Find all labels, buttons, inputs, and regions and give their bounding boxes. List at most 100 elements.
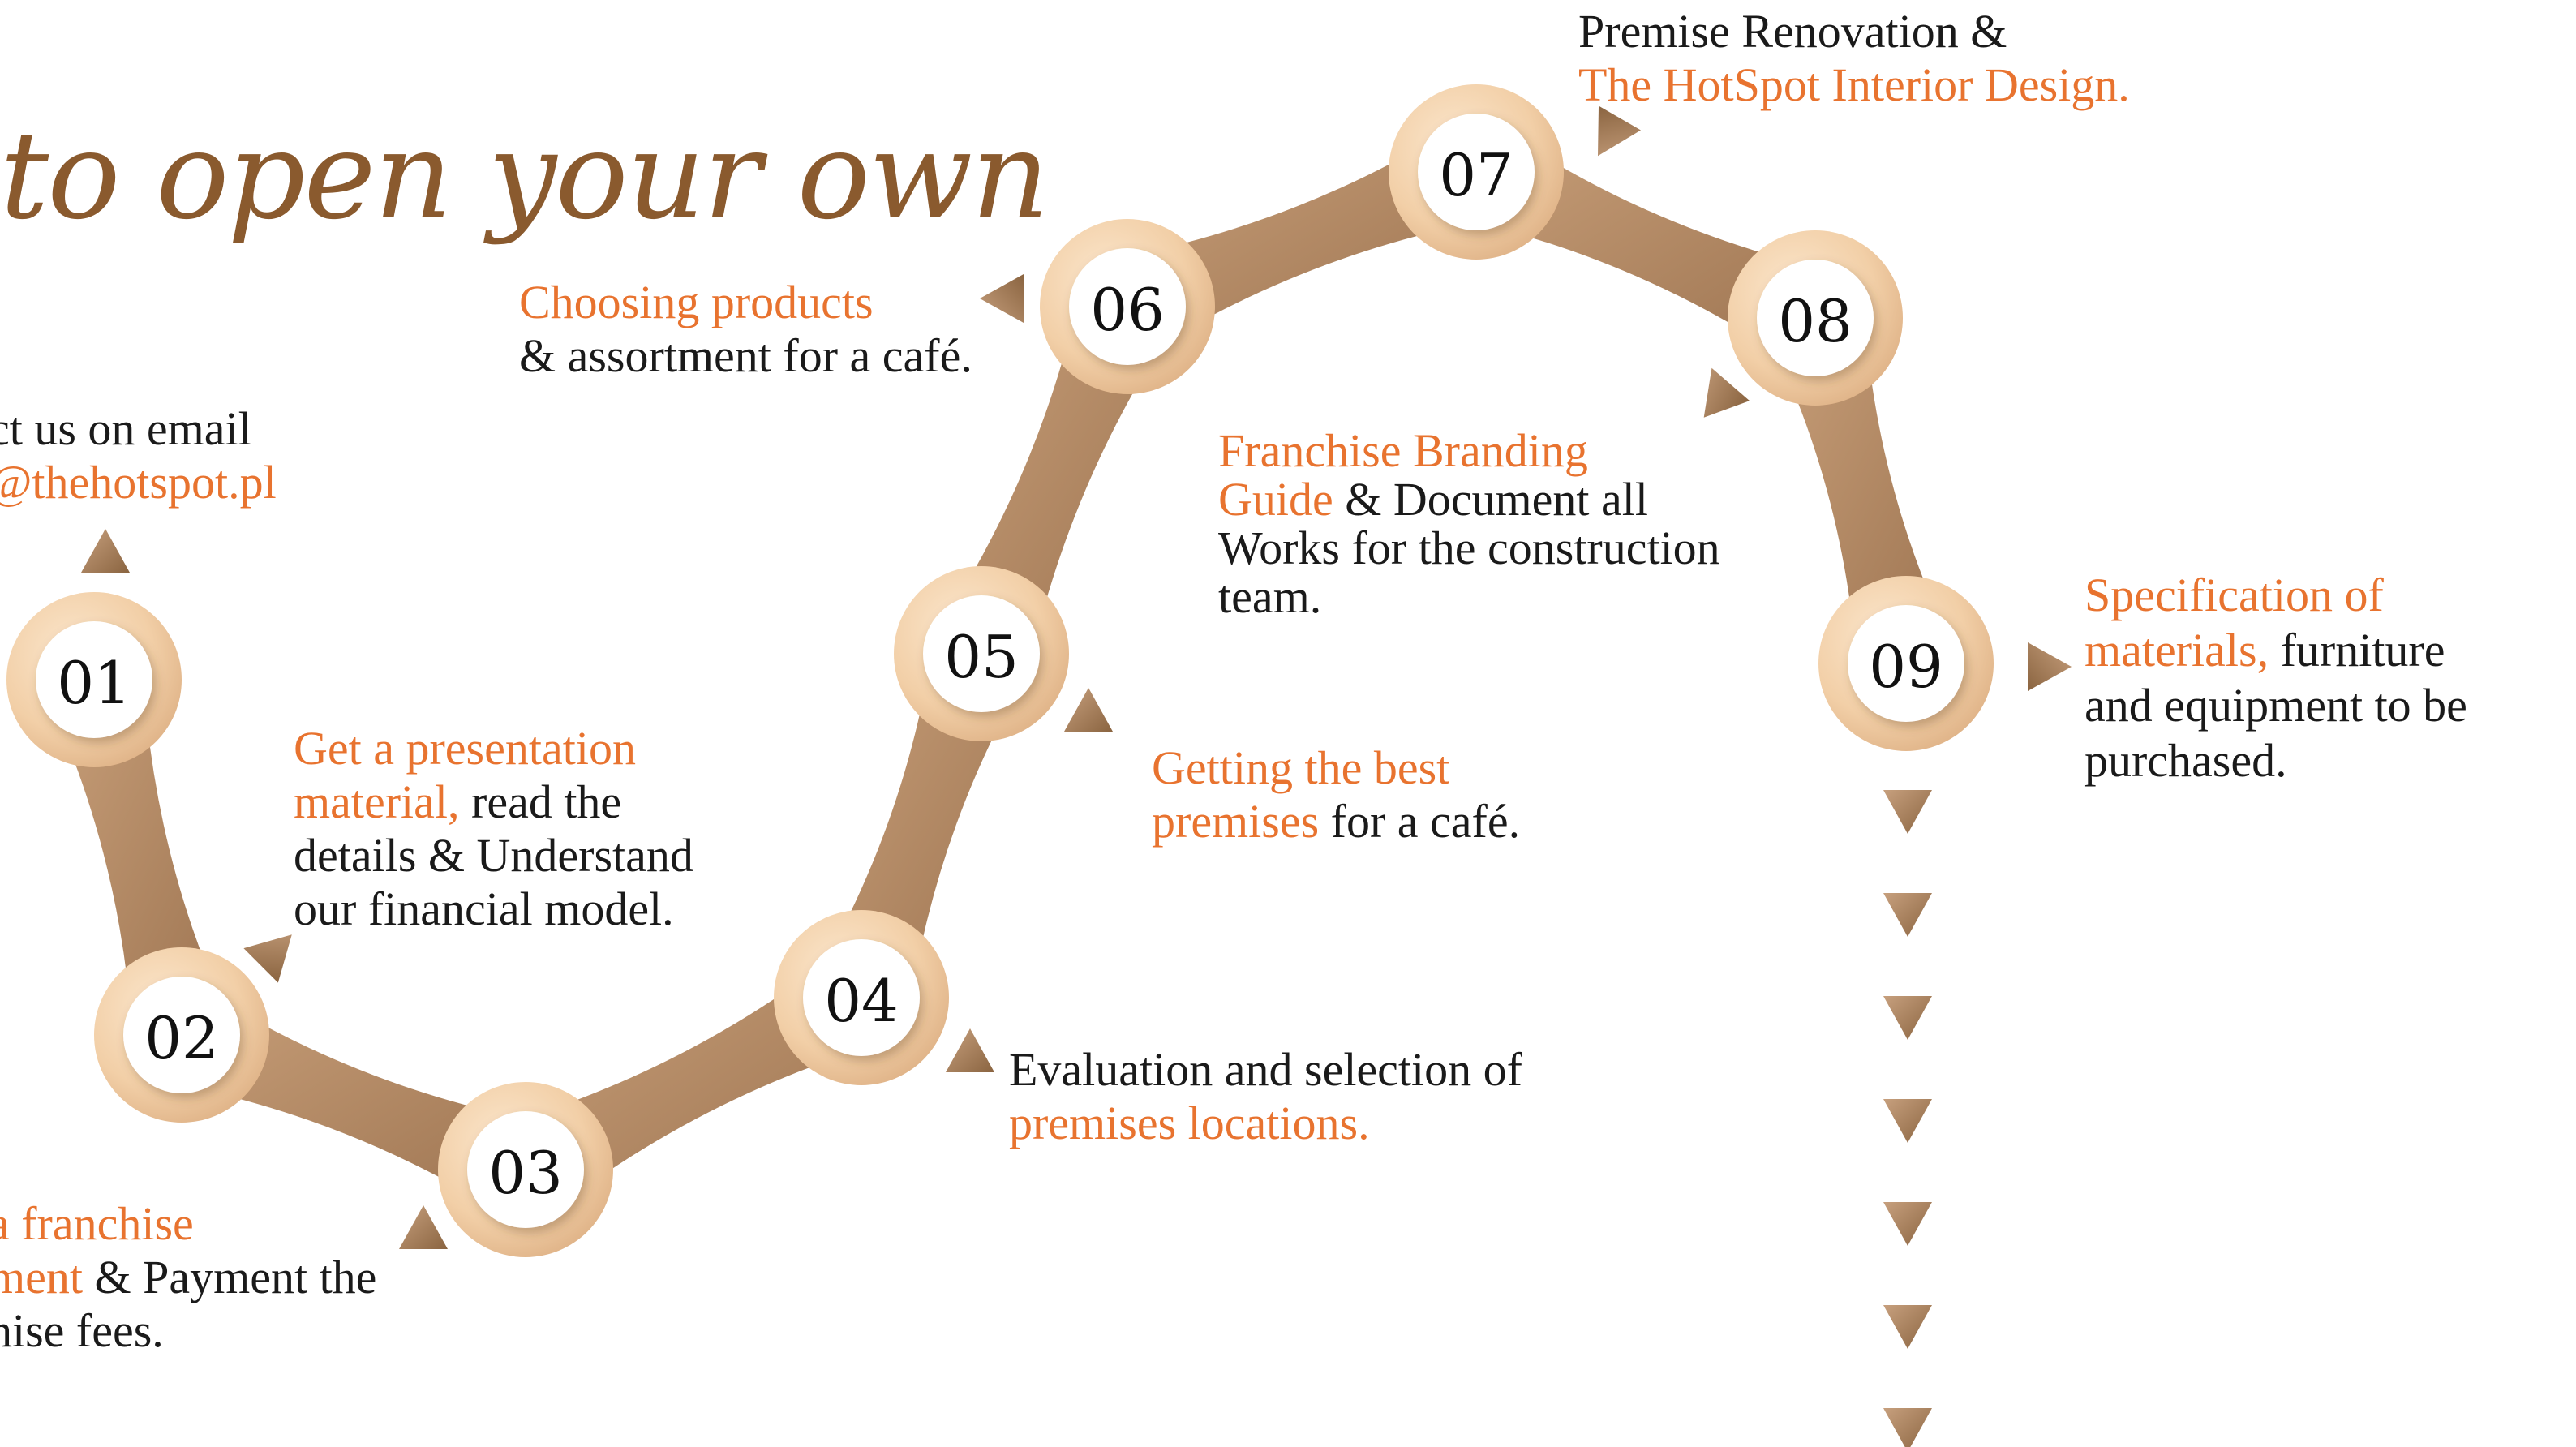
description-line: purchased.	[2084, 733, 2467, 788]
step-number: 07	[1439, 141, 1513, 209]
pointer-triangle-icon	[946, 1028, 994, 1072]
triangle-down-icon	[1883, 1099, 1932, 1143]
description-line: Evaluation and selection of	[1009, 1043, 1522, 1097]
triangle-down-icon	[1883, 893, 1932, 937]
body-text: Premise Renovation &	[1578, 5, 2007, 58]
description-line: Specification of	[2084, 568, 2467, 623]
highlighted-text: The HotSpot Interior Design.	[1578, 58, 2130, 111]
node-center	[923, 595, 1040, 712]
description-line: Works for the construction	[1218, 524, 1720, 573]
description-line: Premise Renovation &	[1578, 5, 2130, 58]
body-text: Evaluation and selection of	[1009, 1043, 1522, 1096]
node-center	[803, 939, 920, 1056]
highlighted-text: ment	[0, 1251, 83, 1303]
description-line: a franchise	[0, 1197, 376, 1251]
step-number: 06	[1090, 276, 1165, 344]
body-text: purchased.	[2084, 734, 2287, 787]
description-line: & assortment for a café.	[519, 329, 972, 383]
pointer-triangle-icon	[1703, 367, 1750, 418]
highlighted-text: material,	[294, 775, 460, 828]
node-center	[1848, 605, 1964, 722]
step-nodes: 01 02 03 04 05 06 07 08 09	[6, 84, 1994, 1257]
body-text: ct us on email	[0, 402, 251, 455]
highlighted-text: premises	[1152, 795, 1320, 848]
node-center	[123, 977, 240, 1093]
triangle-down-icon	[1883, 1408, 1932, 1447]
description-line: The HotSpot Interior Design.	[1578, 58, 2130, 112]
step-number: 04	[824, 967, 899, 1035]
description-line: Getting the best	[1152, 741, 1520, 795]
node-center	[36, 621, 152, 738]
step-07-description: Premise Renovation &The HotSpot Interior…	[1578, 5, 2130, 112]
pointer-triangle-icon	[2028, 642, 2072, 691]
body-text: Works for the construction	[1218, 522, 1720, 574]
triangle-down-icon	[1883, 996, 1932, 1040]
step-number: 05	[944, 623, 1019, 691]
step-number: 08	[1778, 287, 1853, 355]
description-line: materials, furniture	[2084, 623, 2467, 678]
body-text: and equipment to be	[2084, 679, 2467, 732]
step-number: 02	[144, 1004, 219, 1072]
highlighted-text: materials,	[2084, 624, 2269, 676]
node-center	[1418, 114, 1535, 230]
body-text: team.	[1218, 570, 1322, 623]
step-number: 03	[488, 1139, 563, 1207]
continuation-arrows	[1883, 790, 1932, 1447]
description-line: Franchise Branding	[1218, 427, 1720, 475]
step-node-01: 01	[6, 592, 182, 767]
description-line: Choosing products	[519, 276, 972, 329]
highlighted-text: Guide	[1218, 473, 1333, 526]
body-text: & Document all	[1333, 473, 1648, 526]
description-line: hise fees.	[0, 1304, 376, 1358]
description-line: Get a presentation	[294, 722, 693, 775]
description-line: ment & Payment the	[0, 1251, 376, 1304]
highlighted-text: Choosing products	[519, 276, 874, 328]
body-text: furniture	[2269, 624, 2445, 676]
step-01-description: ct us on email@thehotspot.pl	[0, 402, 277, 509]
node-center	[467, 1111, 584, 1228]
pointer-triangle-icon	[1598, 105, 1641, 157]
body-text: details & Understand	[294, 829, 693, 882]
description-line: and equipment to be	[2084, 678, 2467, 733]
step-node-08: 08	[1728, 230, 1903, 406]
body-text: & Payment the	[82, 1251, 377, 1303]
node-center	[1757, 260, 1874, 376]
pointer-arrows	[81, 105, 2072, 1249]
highlighted-text: premises locations.	[1009, 1097, 1370, 1149]
triangle-down-icon	[1883, 1305, 1932, 1349]
step-node-09: 09	[1818, 576, 1994, 751]
body-text: for a café.	[1319, 795, 1521, 848]
pointer-triangle-icon	[81, 529, 130, 573]
step-node-04: 04	[774, 910, 949, 1085]
pointer-triangle-icon	[399, 1205, 448, 1249]
body-text: our financial model.	[294, 882, 674, 935]
triangle-down-icon	[1883, 1202, 1932, 1246]
step-node-02: 02	[94, 947, 269, 1123]
body-text: hise fees.	[0, 1304, 164, 1357]
highlighted-text: Get a presentation	[294, 722, 636, 775]
pointer-triangle-icon	[1064, 688, 1113, 732]
triangle-down-icon	[1883, 790, 1932, 834]
description-line: Guide & Document all	[1218, 475, 1720, 524]
highlighted-text: Getting the best	[1152, 741, 1450, 794]
description-line: team.	[1218, 573, 1720, 621]
description-line: premises for a café.	[1152, 795, 1520, 848]
step-node-05: 05	[894, 566, 1069, 741]
step-node-03: 03	[438, 1082, 613, 1257]
body-text: & assortment for a café.	[519, 329, 972, 382]
description-line: details & Understand	[294, 829, 693, 882]
step-number: 09	[1869, 633, 1943, 701]
description-line: ct us on email	[0, 402, 277, 456]
description-line: premises locations.	[1009, 1097, 1522, 1150]
highlighted-text: a franchise	[0, 1197, 194, 1250]
body-text: read the	[459, 775, 622, 828]
step-number: 01	[57, 649, 131, 717]
